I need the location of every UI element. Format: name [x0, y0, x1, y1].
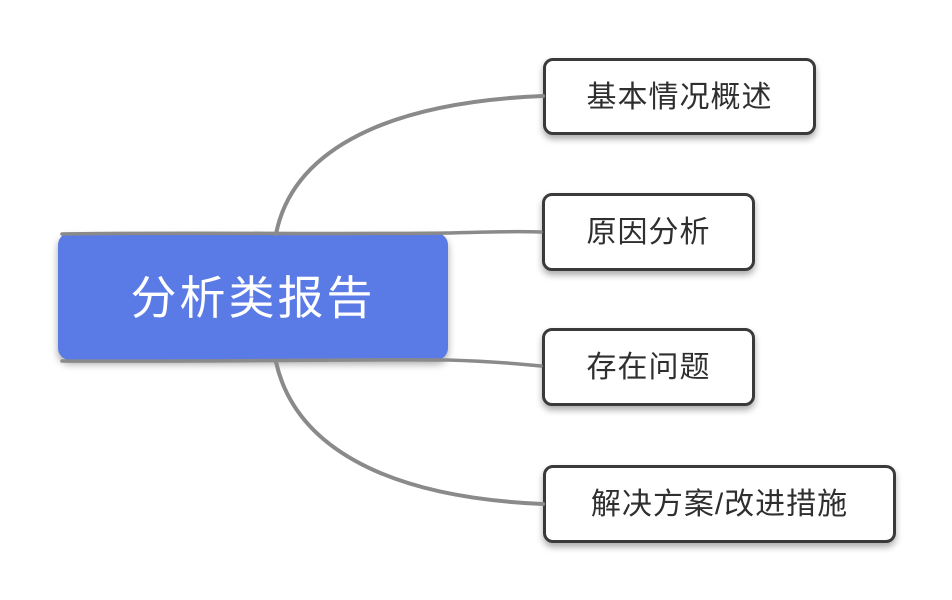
child-node-existing-problems[interactable]: 存在问题: [542, 328, 755, 406]
connector-line-to-existing-problems: [60, 358, 543, 368]
child-node-label: 解决方案/改进措施: [590, 488, 849, 521]
connector-line-to-basic-overview: [274, 94, 545, 236]
child-node-label: 存在问题: [586, 351, 711, 384]
central-topic-node[interactable]: 分析类报告: [58, 233, 448, 360]
child-node-label: 基本情况概述: [586, 80, 773, 114]
connector-line-to-solutions: [274, 360, 545, 506]
child-node-cause-analysis[interactable]: 原因分析: [542, 193, 755, 271]
central-topic-label: 分析类报告: [130, 271, 376, 324]
child-node-basic-overview[interactable]: 基本情况概述: [543, 58, 816, 135]
child-node-label: 原因分析: [586, 216, 711, 249]
child-node-solutions[interactable]: 解决方案/改进措施: [543, 465, 896, 543]
